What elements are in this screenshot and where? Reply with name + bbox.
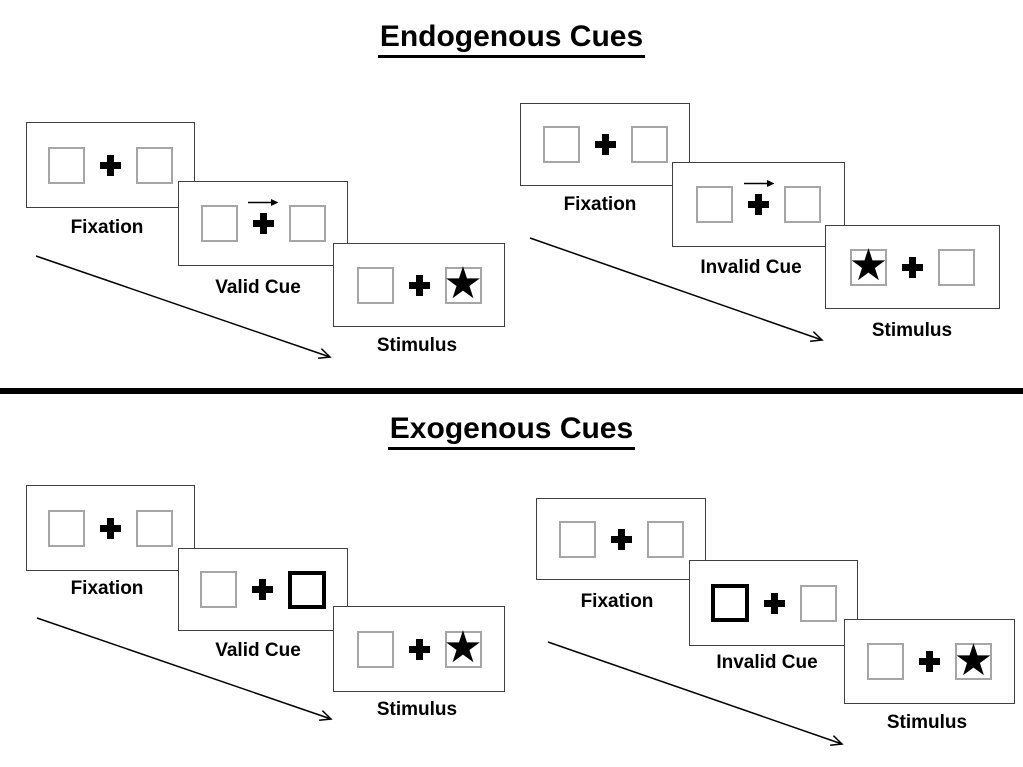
panel-label: Fixation [563, 194, 637, 215]
panel-valid-cue [178, 181, 348, 266]
panel-invalid-cue [689, 560, 858, 646]
right-box [784, 186, 821, 223]
fixation-cross-icon [100, 517, 121, 539]
fixation-cross-icon [763, 592, 785, 614]
section-divider [0, 388, 1023, 394]
panel-fixation [536, 498, 706, 580]
plus-shape [408, 274, 430, 296]
left-box [356, 630, 394, 668]
right-box [136, 146, 173, 184]
target-star-icon: ★ [443, 623, 483, 672]
plus-shape [100, 517, 121, 539]
fixation-cross-icon [610, 528, 632, 550]
section-title-text: Exogenous Cues [387, 412, 636, 450]
panel-label: Invalid Cue [700, 257, 802, 278]
time-arrow-icon [36, 617, 333, 722]
left-box [542, 126, 580, 163]
panel-label: Stimulus [871, 320, 953, 341]
right-box [938, 248, 975, 286]
section-title-text: Endogenous Cues [377, 20, 646, 58]
panel-stimulus: ★ [333, 243, 505, 327]
plus-shape [252, 213, 274, 234]
panel-label: Invalid Cue [716, 652, 818, 673]
left-box [200, 571, 237, 608]
plus-shape [902, 256, 923, 278]
time-arrow-icon [529, 237, 824, 343]
fixation-cross-icon [252, 579, 273, 600]
panel-label: Valid Cue [215, 277, 301, 298]
right-box [799, 584, 837, 622]
panel-stimulus: ★ [825, 225, 1000, 309]
target-star-icon: ★ [848, 241, 889, 290]
fixation-cross-icon [594, 134, 616, 155]
fixation-cross-icon [743, 180, 774, 215]
right-box [630, 126, 668, 163]
plus-shape [100, 154, 121, 176]
time-arrow-icon [547, 641, 844, 747]
right-box [646, 520, 684, 558]
target-star-icon: ★ [443, 259, 483, 308]
left-box [558, 520, 596, 558]
panel-label: Fixation [70, 217, 144, 238]
left-box [200, 205, 238, 242]
left-box [867, 643, 904, 680]
cue-arrow-icon [248, 199, 279, 206]
panel-label: Fixation [70, 578, 144, 599]
target-star-icon: ★ [953, 635, 994, 685]
panel-label: Fixation [580, 591, 654, 612]
panel-label: Stimulus [376, 335, 458, 356]
plus-shape [610, 528, 632, 550]
section-title-exogenous: Exogenous Cues [0, 412, 1023, 450]
left-box [48, 509, 85, 547]
target-star-box: ★ [443, 626, 482, 670]
fixation-cross-icon [248, 199, 279, 234]
cue-arrow-icon [743, 180, 774, 187]
panel-label: Valid Cue [215, 640, 301, 661]
left-box [48, 146, 85, 184]
fixation-cross-icon [902, 256, 923, 278]
panel-stimulus: ★ [333, 606, 505, 692]
plus-shape [594, 134, 616, 155]
plus-shape [252, 579, 273, 600]
panel-label: Stimulus [376, 699, 458, 720]
plus-shape [919, 651, 940, 672]
fixation-cross-icon [919, 651, 940, 672]
target-star-box: ★ [849, 244, 888, 288]
left-box [356, 266, 394, 304]
fixation-cross-icon [100, 154, 121, 176]
panel-fixation [26, 122, 195, 208]
plus-shape [408, 638, 430, 660]
panel-stimulus: ★ [844, 619, 1015, 704]
time-arrow-icon [35, 255, 332, 360]
panel-fixation [26, 485, 195, 571]
fixation-cross-icon [408, 638, 430, 660]
target-star-box: ★ [954, 638, 993, 682]
panel-label: Stimulus [886, 712, 968, 733]
plus-shape [748, 194, 769, 215]
panel-fixation [520, 103, 690, 186]
highlighted-cue-box [288, 570, 326, 609]
right-box [136, 509, 173, 547]
panel-valid-cue [178, 548, 348, 631]
plus-shape [763, 592, 785, 614]
panel-invalid-cue [672, 162, 845, 247]
target-star-box: ★ [443, 262, 482, 306]
highlighted-cue-box [710, 584, 749, 622]
fixation-cross-icon [408, 274, 430, 296]
section-title-endogenous: Endogenous Cues [0, 20, 1023, 58]
right-box [288, 205, 326, 242]
left-box [696, 186, 733, 223]
